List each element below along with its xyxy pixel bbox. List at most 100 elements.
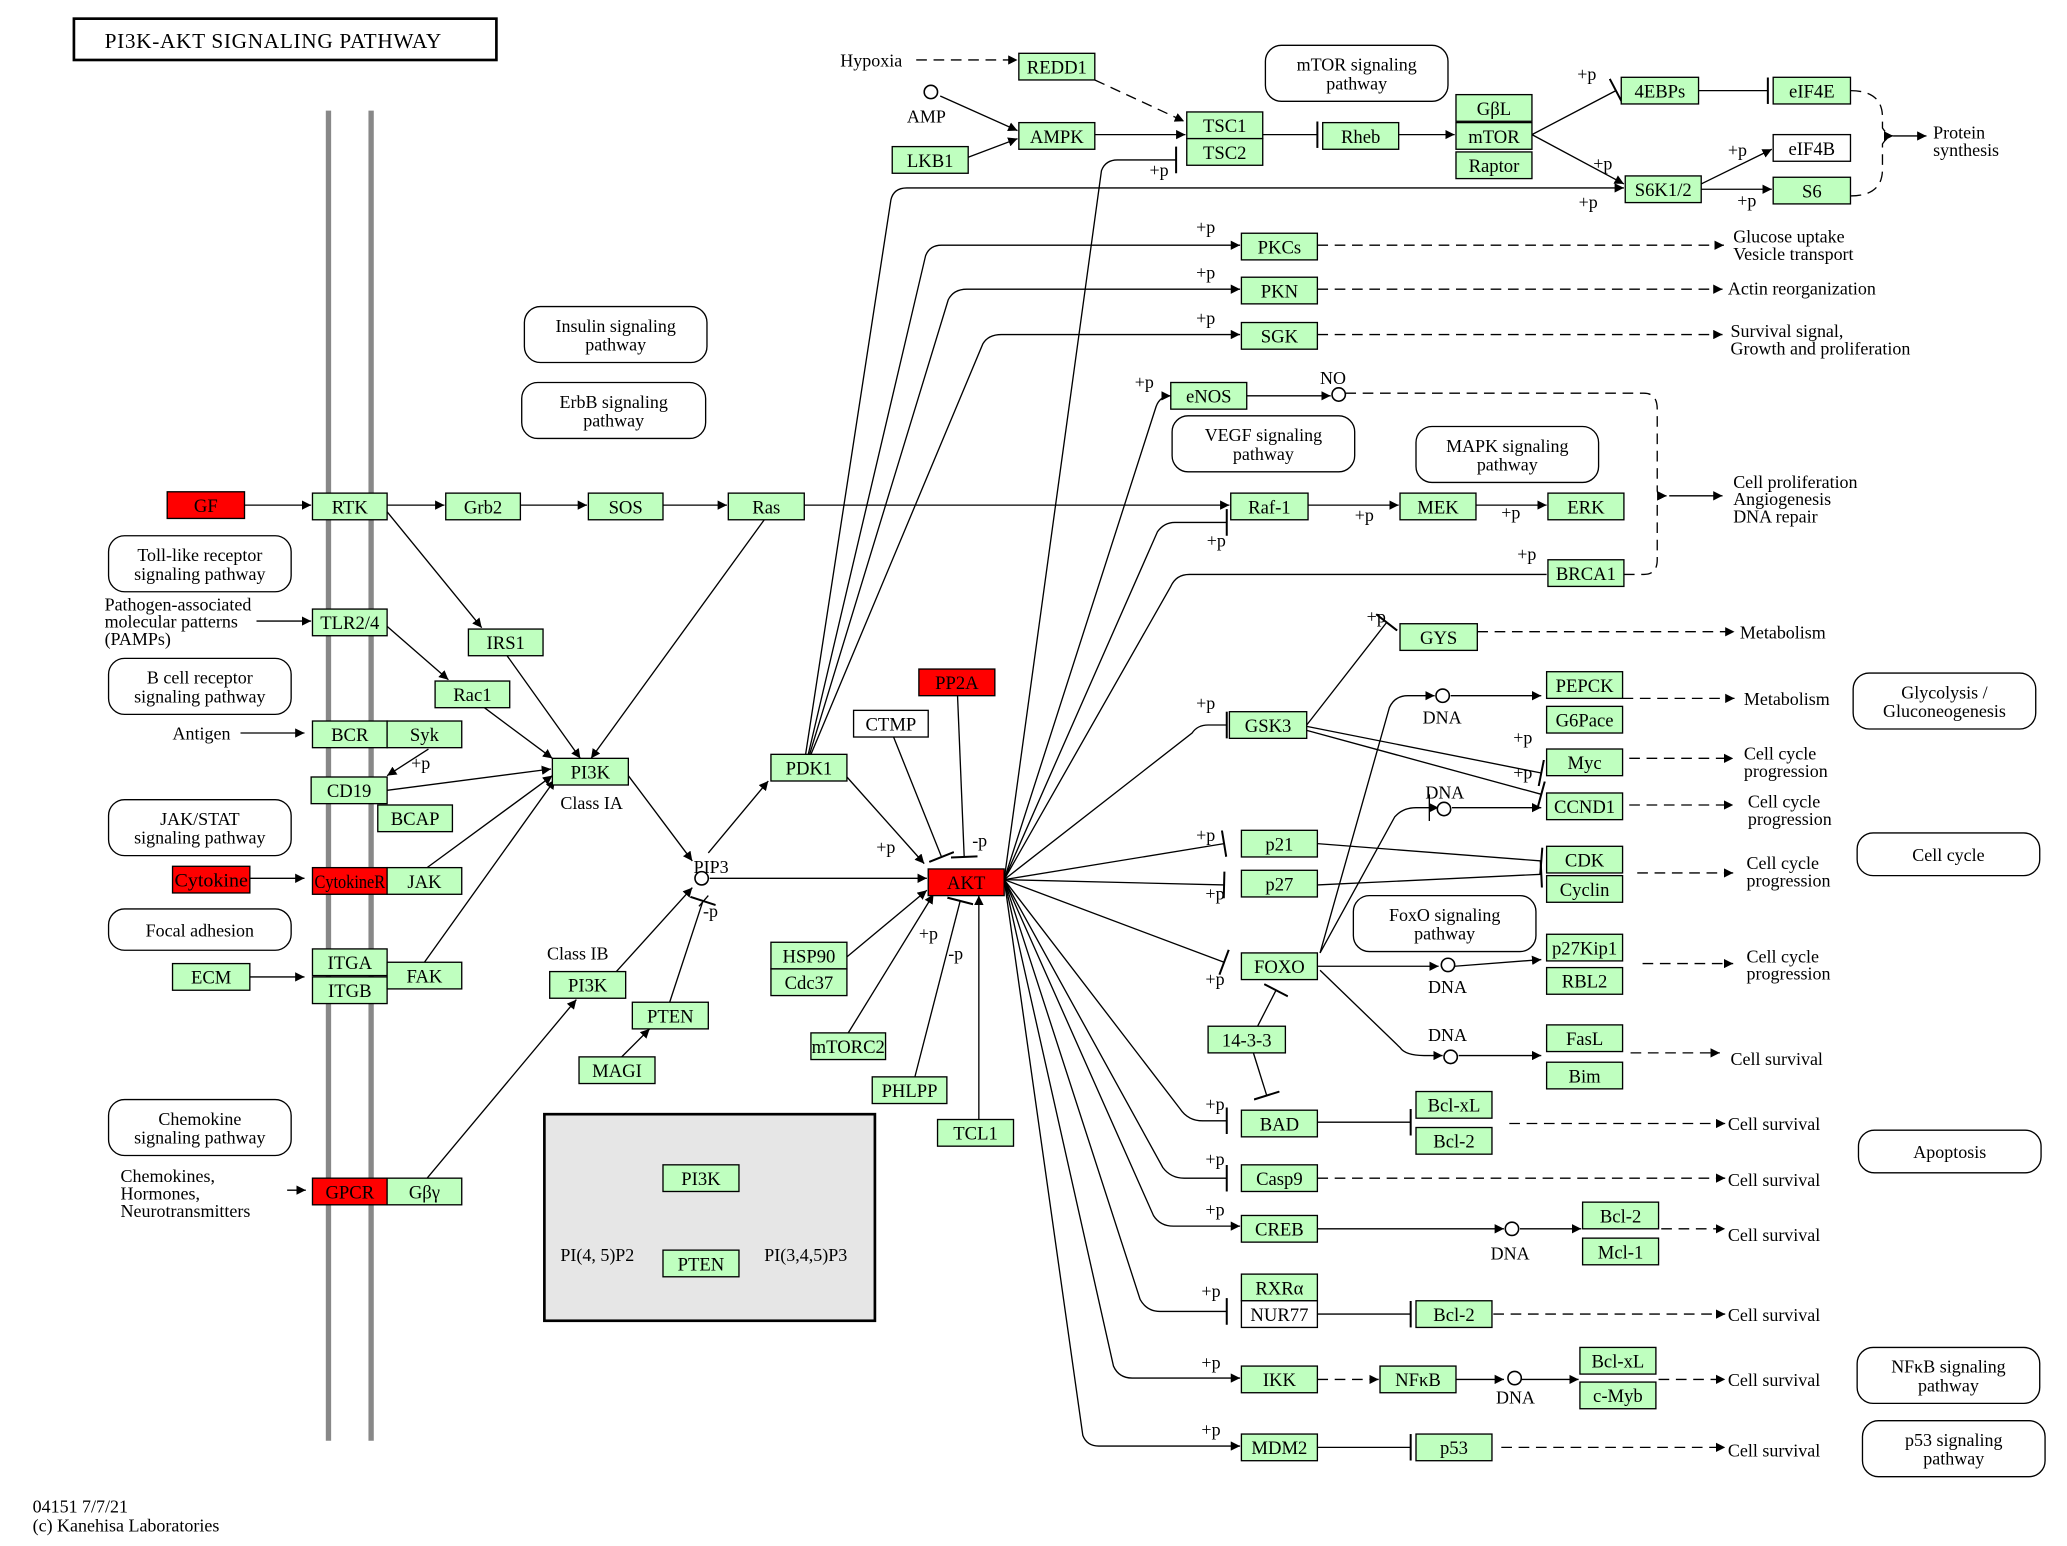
gene-node-bcl2_1[interactable]: Bcl-2 (1415, 1126, 1493, 1155)
gene-node-mdm2[interactable]: MDM2 (1240, 1433, 1319, 1462)
gene-node-fak[interactable]: FAK (386, 961, 463, 990)
gene-node-pten[interactable]: PTEN (631, 1001, 709, 1030)
gene-node-irs1[interactable]: IRS1 (467, 628, 544, 657)
gene-node-cytokiner[interactable]: CytokineR (311, 866, 388, 895)
gene-node-s6k12[interactable]: S6K1/2 (1624, 175, 1702, 204)
gene-node-rtk[interactable]: RTK (311, 492, 388, 521)
gene-node-ecm[interactable]: ECM (171, 962, 251, 991)
gene-node-ikk[interactable]: IKK (1240, 1365, 1319, 1394)
pathway-map-focal[interactable]: Focal adhesion (107, 908, 292, 951)
gene-node-l_pten[interactable]: PTEN (662, 1249, 740, 1278)
gene-node-l_pi3k[interactable]: PI3K (662, 1164, 740, 1193)
gene-node-bcap[interactable]: BCAP (377, 804, 454, 833)
gene-node-raptor[interactable]: Raptor (1455, 151, 1533, 180)
gene-node-mtorc2[interactable]: mTORC2 (810, 1032, 887, 1061)
gene-node-ampk[interactable]: AMPK (1018, 121, 1096, 150)
gene-node-raf1[interactable]: Raf-1 (1230, 492, 1309, 521)
gene-node-itga[interactable]: ITGA (311, 948, 388, 977)
gene-node-rac1[interactable]: Rac1 (434, 680, 511, 709)
gene-node-pkn[interactable]: PKN (1240, 276, 1319, 305)
gene-node-cd19[interactable]: CD19 (310, 776, 388, 805)
gene-node-mcl1[interactable]: Mcl-1 (1581, 1237, 1660, 1266)
gene-node-cyclin[interactable]: Cyclin (1545, 874, 1624, 903)
gene-node-jak[interactable]: JAK (386, 866, 463, 895)
gene-node-cmyb[interactable]: c-Myb (1579, 1381, 1657, 1410)
gene-node-pi3k_ia[interactable]: PI3K (551, 757, 630, 786)
gene-node-itgb[interactable]: ITGB (311, 976, 388, 1005)
gene-node-casp9[interactable]: Casp9 (1240, 1164, 1319, 1193)
gene-node-tcl1[interactable]: TCL1 (936, 1118, 1015, 1147)
gene-node-p27[interactable]: p27 (1240, 869, 1319, 898)
gene-node-syk[interactable]: Syk (386, 720, 463, 749)
gene-node-bclxl_2[interactable]: Bcl-xL (1579, 1346, 1657, 1375)
gene-node-ctmp[interactable]: CTMP (852, 709, 929, 738)
gene-node-erk[interactable]: ERK (1547, 492, 1625, 521)
gene-node-eif4b[interactable]: eIF4B (1772, 133, 1852, 162)
gene-node-redd1[interactable]: REDD1 (1018, 52, 1096, 81)
gene-node-pi3k_ib[interactable]: PI3K (549, 970, 627, 999)
gene-node-p21[interactable]: p21 (1240, 829, 1319, 858)
gene-node-ras[interactable]: Ras (727, 492, 805, 521)
gene-node-phlpp[interactable]: PHLPP (871, 1076, 948, 1105)
gene-node-sgk[interactable]: SGK (1240, 321, 1319, 350)
gene-node-creb[interactable]: CREB (1240, 1214, 1319, 1243)
gene-node-g6pace[interactable]: G6Pace (1545, 705, 1624, 734)
gene-node-bcr[interactable]: BCR (311, 720, 388, 749)
gene-node-tlr24[interactable]: TLR2/4 (311, 608, 388, 637)
gene-node-cdk[interactable]: CDK (1545, 845, 1624, 874)
gene-node-rbl2[interactable]: RBL2 (1545, 966, 1624, 995)
gene-node-nfkb[interactable]: NFκB (1379, 1365, 1457, 1394)
gene-node-p53[interactable]: p53 (1415, 1433, 1493, 1462)
gene-node-cdc37[interactable]: Cdc37 (770, 968, 848, 997)
gene-node-gf[interactable]: GF (166, 491, 246, 520)
gene-node-rheb[interactable]: Rheb (1322, 121, 1400, 150)
pathway-map-apoptosis[interactable]: Apoptosis (1857, 1129, 2042, 1174)
gene-node-gys[interactable]: GYS (1399, 623, 1478, 652)
gene-node-nur77[interactable]: NUR77 (1240, 1300, 1319, 1329)
gene-node-bim[interactable]: Bim (1545, 1061, 1624, 1090)
gene-node-gbl[interactable]: GβL (1455, 93, 1533, 122)
gene-node-p27kip1[interactable]: p27Kip1 (1545, 933, 1624, 962)
gene-node-4ebps[interactable]: 4EBPs (1620, 76, 1700, 105)
gene-node-bcl2_3[interactable]: Bcl-2 (1415, 1300, 1493, 1329)
gene-node-gby[interactable]: Gβγ (386, 1177, 463, 1206)
gene-node-ccnd1[interactable]: CCND1 (1545, 792, 1624, 821)
gene-node-tsc2[interactable]: TSC2 (1186, 137, 1264, 166)
gene-node-cytokine[interactable]: Cytokine (171, 865, 251, 894)
gene-node-sos[interactable]: SOS (587, 492, 664, 521)
gene-node-bclxl_1[interactable]: Bcl-xL (1415, 1090, 1493, 1119)
gene-node-gpcr[interactable]: GPCR (311, 1177, 388, 1206)
gene-node-gsk3[interactable]: GSK3 (1228, 711, 1308, 740)
gene-node-eif4e[interactable]: eIF4E (1772, 76, 1852, 105)
gene-node-lkb1[interactable]: LKB1 (891, 145, 969, 174)
gene-node-mtor[interactable]: mTOR (1455, 121, 1533, 150)
gene-node-bad[interactable]: BAD (1240, 1109, 1319, 1138)
gene-node-pp2a[interactable]: PP2A (918, 668, 996, 697)
gene-node-akt[interactable]: AKT (927, 868, 1005, 897)
gene-node-fasl[interactable]: FasL (1545, 1024, 1624, 1053)
gene-node-s6[interactable]: S6 (1772, 176, 1852, 205)
gene-node-mek[interactable]: MEK (1399, 492, 1477, 521)
gene-node-brca1[interactable]: BRCA1 (1547, 559, 1625, 588)
pathway-map-glycolysis[interactable]: Glycolysis /Gluconeogenesis (1852, 672, 2037, 730)
gene-node-myc[interactable]: Myc (1545, 748, 1624, 777)
gene-node-magi[interactable]: MAGI (578, 1056, 656, 1085)
gene-node-rxra[interactable]: RXRα (1240, 1273, 1319, 1302)
gene-node-pepck[interactable]: PEPCK (1545, 671, 1624, 700)
pathway-map-cellcycle[interactable]: Cell cycle (1856, 832, 2041, 877)
gene-node-foxo[interactable]: FOXO (1240, 952, 1319, 981)
gene-node-hsp90[interactable]: HSP90 (770, 941, 848, 970)
gene-node-tsc1[interactable]: TSC1 (1186, 111, 1264, 140)
